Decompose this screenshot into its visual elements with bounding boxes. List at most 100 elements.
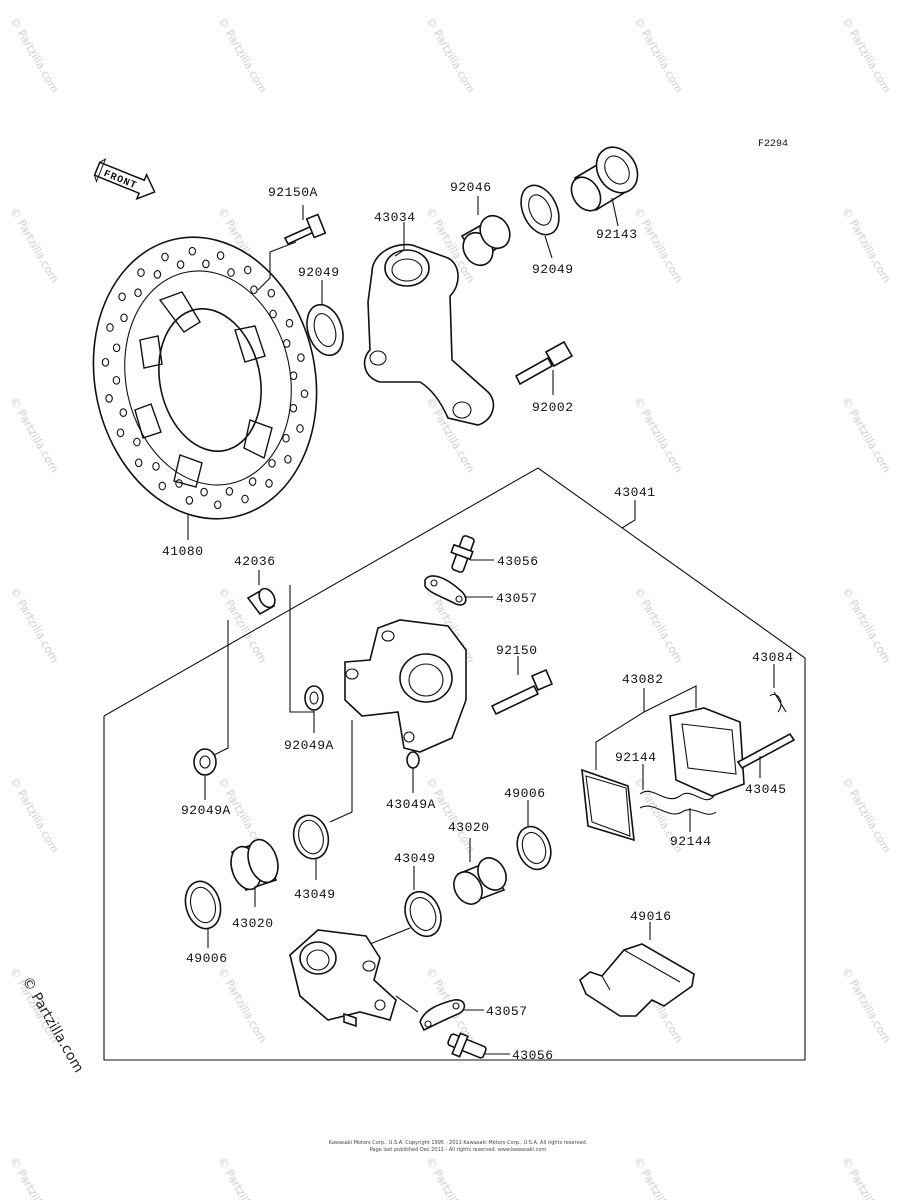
label-43020-right: 43020: [448, 820, 490, 835]
disc-hole: [119, 408, 128, 417]
caliper-body-upper: [344, 619, 467, 753]
washer-92049A-mid: [304, 685, 324, 711]
disc-hole: [289, 371, 298, 381]
piston-43020-left: [230, 838, 279, 892]
disc-hole: [213, 500, 222, 510]
watermark-text: © Partzilla.com: [631, 15, 685, 95]
disc-hole: [158, 481, 167, 491]
watermark-text: © Partzilla.com: [839, 15, 893, 95]
bleeder-plate-top: [424, 575, 467, 606]
watermark-text: © Partzilla.com: [215, 15, 269, 95]
disc-hole: [176, 260, 185, 269]
watermark-text: © Partzilla.com: [839, 585, 893, 665]
disc-hole: [200, 487, 208, 497]
disc-hole: [269, 309, 277, 319]
disc-hole: [188, 246, 197, 256]
disc-hole: [300, 389, 309, 399]
disc-hole: [153, 270, 162, 279]
watermark-text: © Partzilla.com: [215, 965, 269, 1045]
caliper-assembly-outline: [103, 467, 806, 1061]
seal-43049-left: [292, 814, 330, 860]
washer-92049-right: [520, 184, 560, 236]
disc-hole: [296, 424, 304, 433]
label-92046: 92046: [450, 180, 492, 195]
label-92144-a: 92144: [615, 750, 657, 765]
pad-shim: [579, 943, 695, 1017]
pad-pin: [736, 732, 796, 770]
disc-hole: [225, 487, 234, 496]
disc-hole: [137, 268, 145, 277]
bleeder-valve-top: [450, 535, 475, 573]
disc-hole: [134, 458, 143, 468]
footer-line-1: Kawasaki Motors Corp., U.S.A. Copyright …: [329, 1140, 588, 1146]
label-92150: 92150: [496, 643, 538, 658]
disc-hole: [161, 252, 169, 262]
disc-hole: [267, 288, 276, 298]
disc-hole: [106, 323, 114, 332]
disc-hole: [152, 461, 160, 471]
label-43045: 43045: [745, 782, 787, 797]
disc-hole: [112, 375, 121, 385]
label-49006-right: 49006: [504, 786, 546, 801]
disc-hole: [248, 477, 257, 486]
disc-hole: [282, 433, 290, 443]
disc-hole: [133, 437, 141, 447]
washer-92049A-left: [193, 748, 217, 776]
bolt-92150A: [283, 213, 327, 246]
watermark-text: © Partzilla.com: [423, 775, 477, 855]
watermark-text: © Partzilla.com: [839, 395, 893, 475]
label-92049-top: 92049: [298, 265, 340, 280]
watermark-text: © Partzilla.com: [7, 205, 61, 285]
disc-hole: [227, 268, 235, 277]
bolt-92150: [490, 668, 554, 716]
label-92049A-left: 92049A: [181, 803, 231, 818]
disc-hole: [282, 339, 291, 348]
label-43049-left: 43049: [294, 887, 336, 902]
label-43082: 43082: [622, 672, 664, 687]
label-43057-top: 43057: [496, 591, 538, 606]
watermark-text: © Partzilla.com: [839, 1155, 893, 1200]
disc-hole: [112, 343, 121, 353]
label-49006-left: 49006: [186, 951, 228, 966]
label-92002: 92002: [532, 400, 574, 415]
collar-92143: [570, 146, 639, 212]
disc-hole: [216, 251, 225, 260]
watermark-text: © Partzilla.com: [7, 395, 61, 475]
disc-hole: [250, 285, 258, 295]
disc-hole: [285, 318, 294, 328]
seal-49006-right: [516, 825, 552, 871]
bleeder-plate-bottom: [419, 999, 466, 1032]
label-43056-top: 43056: [497, 554, 539, 569]
label-41080: 41080: [162, 544, 204, 559]
label-43049-right: 43049: [394, 851, 436, 866]
disc-hole: [284, 454, 292, 464]
diagram-code: F2294: [758, 139, 788, 150]
label-92143: 92143: [596, 227, 638, 242]
brake-pad-rear: [669, 707, 745, 797]
label-43034: 43034: [374, 210, 416, 225]
disc-hole: [265, 479, 273, 488]
piston-43020-right: [453, 857, 507, 905]
caliper-body-lower: [289, 929, 397, 1028]
footer-line-2: Page last published Dec 2011 - All right…: [370, 1147, 547, 1153]
pin-clip: [769, 691, 787, 713]
label-43049A: 43049A: [386, 797, 436, 812]
bolt-92002: [514, 340, 574, 386]
watermark-text: © Partzilla.com: [631, 585, 685, 665]
label-43084: 43084: [752, 650, 794, 665]
watermark-text: © Partzilla.com: [839, 775, 893, 855]
watermark-text: © Partzilla.com: [423, 1155, 477, 1200]
watermark-text: © Partzilla.com: [7, 775, 61, 855]
seal-43049-right: [404, 890, 442, 938]
disc-hole: [297, 353, 305, 362]
brand-watermark: © Partzilla.com: [19, 974, 87, 1076]
watermark-text: © Partzilla.com: [7, 585, 61, 665]
watermark-text: © Partzilla.com: [631, 205, 685, 285]
watermark-text: © Partzilla.com: [839, 205, 893, 285]
disc-hole: [268, 458, 276, 468]
disc-hole: [241, 494, 249, 504]
disc-hole: [202, 259, 210, 269]
anti-rattle-spring: [639, 790, 717, 815]
disc-hole: [116, 428, 125, 438]
